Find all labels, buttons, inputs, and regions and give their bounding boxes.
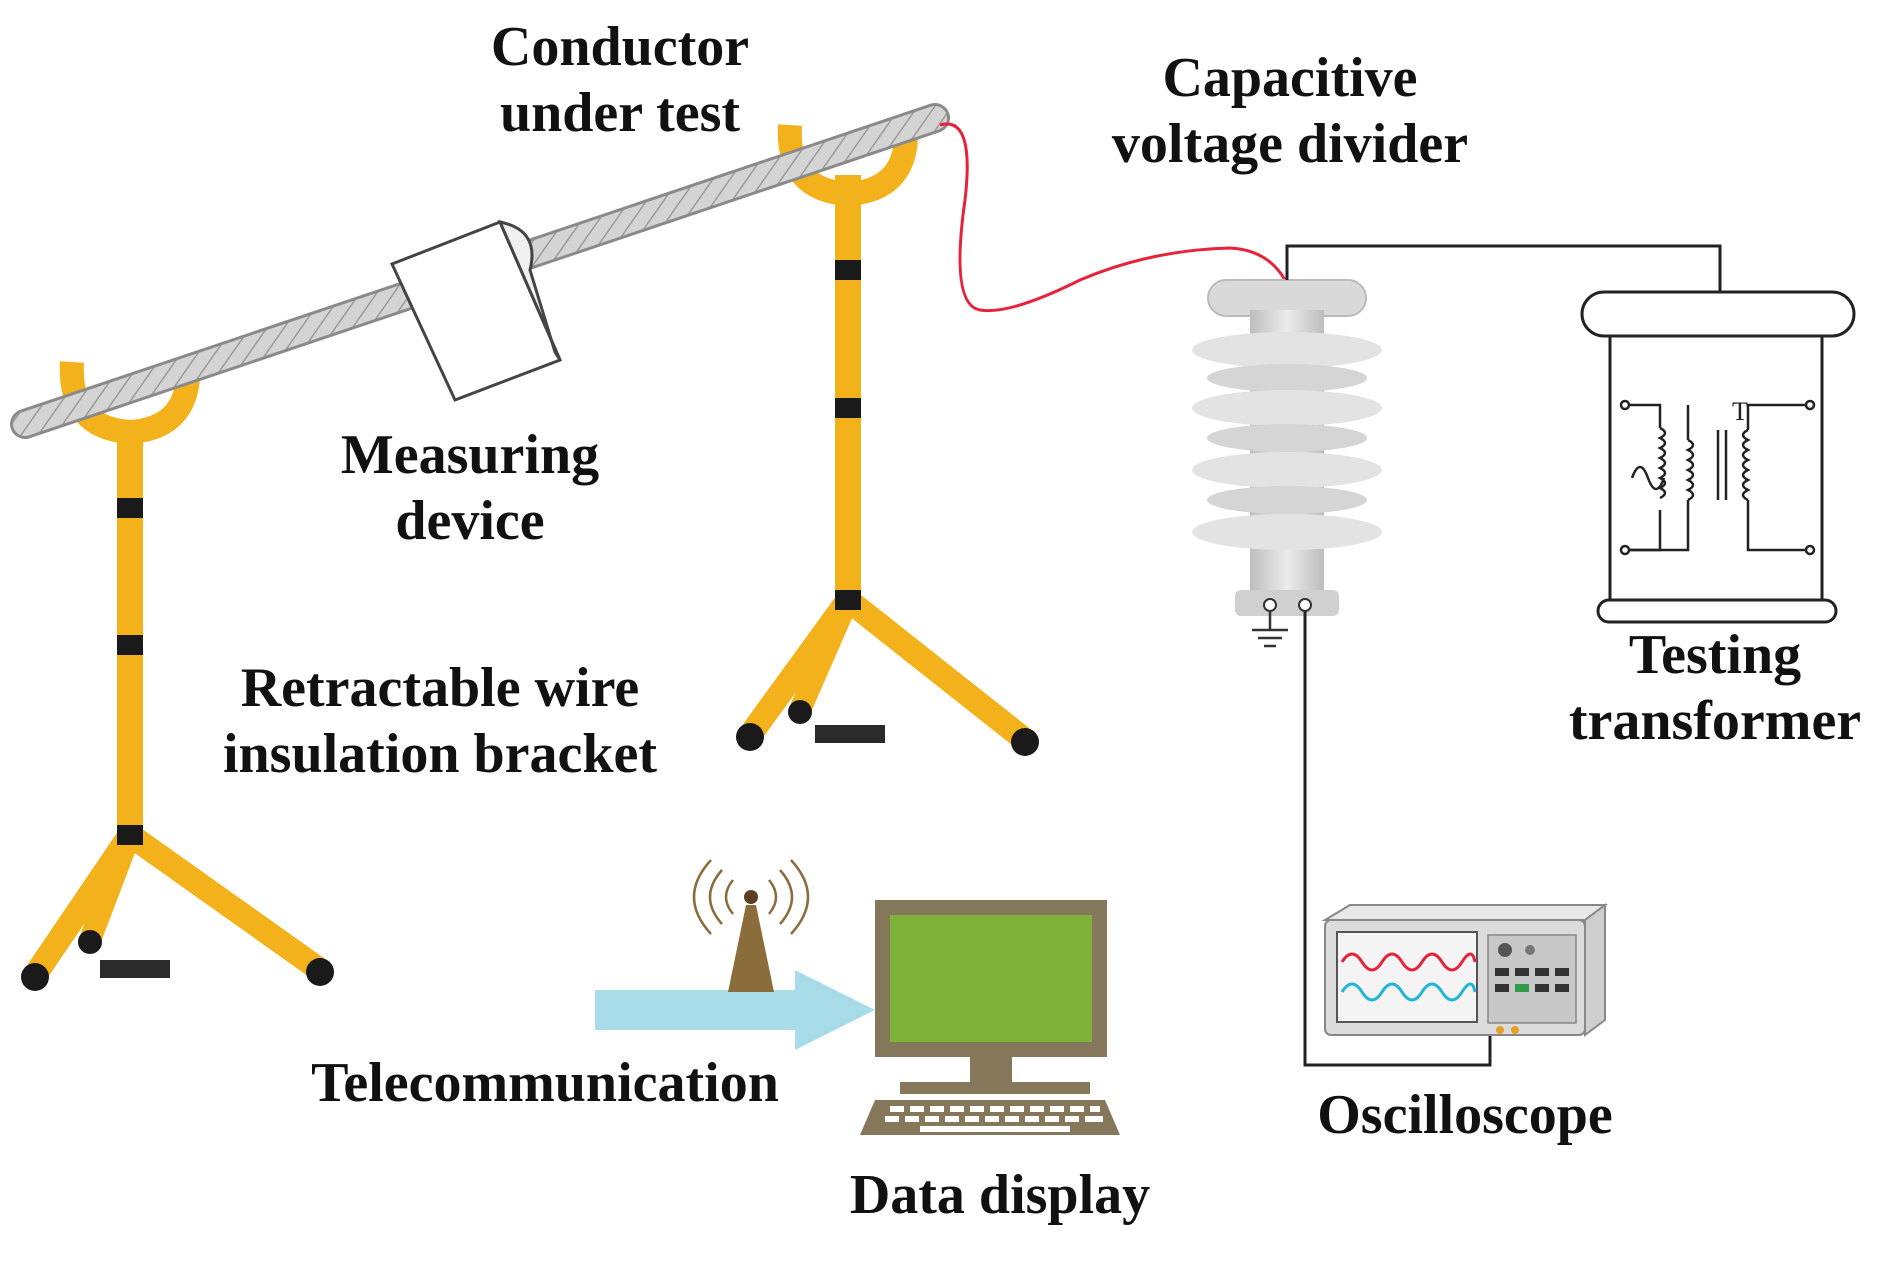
label-telecommunication: Telecommunication: [311, 1052, 779, 1114]
label-insulation-bracket: Retractable wire insulation bracket: [222, 657, 658, 785]
transformer-coil-icon: [1619, 399, 1816, 556]
testing-transformer: T: [1580, 290, 1856, 624]
telecommunication-arrow: [595, 970, 875, 1050]
label-oscilloscope: Oscilloscope: [1317, 1084, 1613, 1146]
high-voltage-lead: [939, 122, 1287, 313]
label-capacitive-voltage-divider: Capacitive voltage divider: [1111, 47, 1469, 175]
left-insulation-bracket: [21, 361, 334, 991]
wifi-waves-icon: [692, 859, 810, 935]
label-measuring-device: Measuring device: [340, 424, 600, 552]
measuring-device: [389, 219, 563, 402]
label-data-display: Data display: [849, 1164, 1151, 1226]
antenna-icon: [728, 890, 774, 992]
label-testing-transformer: Testing transformer: [1568, 624, 1862, 752]
capacitive-voltage-divider: [1192, 279, 1382, 648]
computer: [860, 900, 1120, 1135]
transformer-symbol: T: [1732, 397, 1748, 426]
right-insulation-bracket: [736, 124, 1039, 756]
ground-icon: [1252, 611, 1288, 648]
oscilloscope: [1321, 903, 1608, 1037]
label-conductor-under-test: Conductor under test: [490, 16, 750, 144]
connection-wires: [1285, 244, 1722, 1067]
